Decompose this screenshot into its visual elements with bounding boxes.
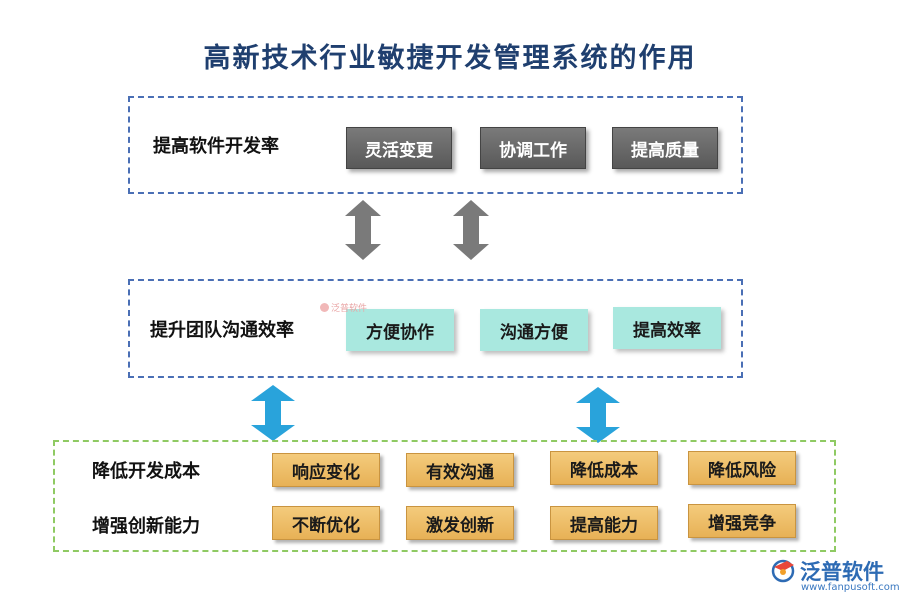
watermark: 泛普软件	[320, 301, 367, 314]
watermark-logo-icon	[320, 303, 329, 312]
double-arrow-icon-blue-right	[576, 387, 620, 443]
box-improve-efficiency: 提高效率	[613, 307, 721, 349]
box-easy-collaboration: 方便协作	[346, 309, 454, 351]
diagram-title: 高新技术行业敏捷开发管理系统的作用	[203, 43, 697, 74]
box-reduce-cost: 降低成本	[550, 451, 658, 485]
double-arrow-icon-left	[345, 200, 381, 260]
box-improve-ability: 提高能力	[550, 506, 658, 540]
row1-label: 降低开发成本	[92, 461, 200, 482]
box-flexible-change: 灵活变更	[346, 127, 452, 169]
section-software-efficiency	[128, 96, 743, 194]
double-arrow-icon-blue-left	[251, 385, 295, 441]
section-team-communication	[128, 279, 743, 378]
box-reduce-risk: 降低风险	[688, 451, 796, 485]
box-enhance-competition: 增强竞争	[688, 504, 796, 538]
box-continuous-optimization: 不断优化	[272, 506, 380, 540]
box-improve-quality: 提高质量	[612, 127, 718, 169]
row2-label: 增强创新能力	[92, 516, 200, 537]
watermark-text: 泛普软件	[331, 304, 368, 314]
section-cost-innovation	[53, 440, 836, 552]
brand-logo-icon	[771, 559, 795, 583]
box-inspire-innovation: 激发创新	[406, 506, 514, 540]
section1-label: 提高软件开发率	[153, 136, 279, 157]
brand-logo-area: 泛普软件 www.fanpusoft.com	[770, 556, 900, 596]
brand-name: 泛普软件	[800, 560, 884, 584]
box-easy-communication: 沟通方便	[480, 309, 588, 351]
double-arrow-icon-right	[453, 200, 489, 260]
section2-label: 提升团队沟通效率	[150, 320, 294, 341]
box-coordinate-work: 协调工作	[480, 127, 586, 169]
box-effective-communication: 有效沟通	[406, 453, 514, 487]
box-respond-change: 响应变化	[272, 453, 380, 487]
brand-url: www.fanpusoft.com	[801, 582, 900, 593]
